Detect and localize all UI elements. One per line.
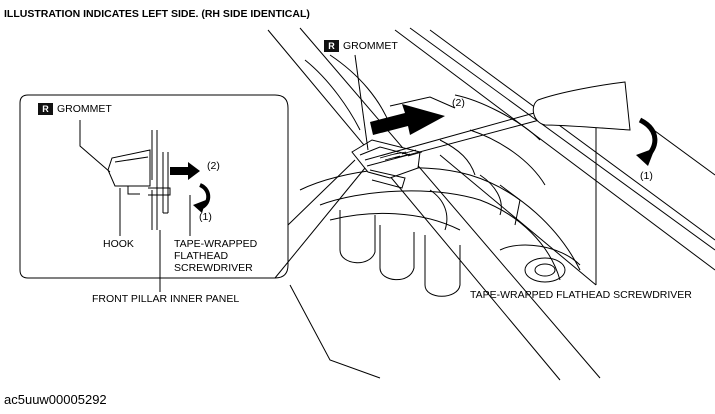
r-badge-detail: R — [38, 103, 53, 115]
panel-label: FRONT PILLAR INNER PANEL — [92, 293, 240, 305]
push-arrow-detail — [170, 162, 200, 180]
rotate-arrowhead-detail — [193, 200, 206, 213]
screwdriver-main — [364, 81, 631, 167]
r-badge-main: R — [324, 40, 339, 52]
pillar-trim-lines — [267, 27, 715, 381]
step1-detail-label: (1) — [199, 211, 212, 223]
detail-drawing — [107, 130, 171, 230]
push-arrow-outline — [389, 96, 456, 109]
push-arrow-main — [370, 104, 445, 135]
rotate-arrowhead-main — [636, 148, 655, 166]
body-structure — [299, 54, 581, 297]
screwdriver-detail-label: TAPE-WRAPPED FLATHEAD SCREWDRIVER — [174, 238, 258, 274]
grommet-main-text: GROMMET — [343, 40, 398, 52]
step1-main-label: (1) — [640, 170, 653, 182]
grommet-detail-text: GROMMET — [57, 103, 112, 115]
detail-connector — [287, 159, 356, 226]
grommet-detail-label: R GROMMET — [38, 103, 112, 115]
grommet-detail-leader — [79, 120, 111, 173]
grommet-main-leader — [354, 54, 369, 151]
grommet-main-label: R GROMMET — [324, 40, 398, 52]
screwdriver-main-label: TAPE-WRAPPED FLATHEAD SCREWDRIVER — [470, 289, 692, 301]
screwdriver-main-leader-2 — [439, 154, 597, 286]
figure-title: ILLUSTRATION INDICATES LEFT SIDE. (RH SI… — [4, 8, 310, 20]
step2-detail-label: (2) — [207, 160, 220, 172]
detail-connector-2 — [274, 167, 366, 279]
hook-label: HOOK — [103, 238, 134, 250]
figure-code: ac5uuw00005292 — [4, 392, 107, 407]
step2-main-label: (2) — [452, 97, 465, 109]
